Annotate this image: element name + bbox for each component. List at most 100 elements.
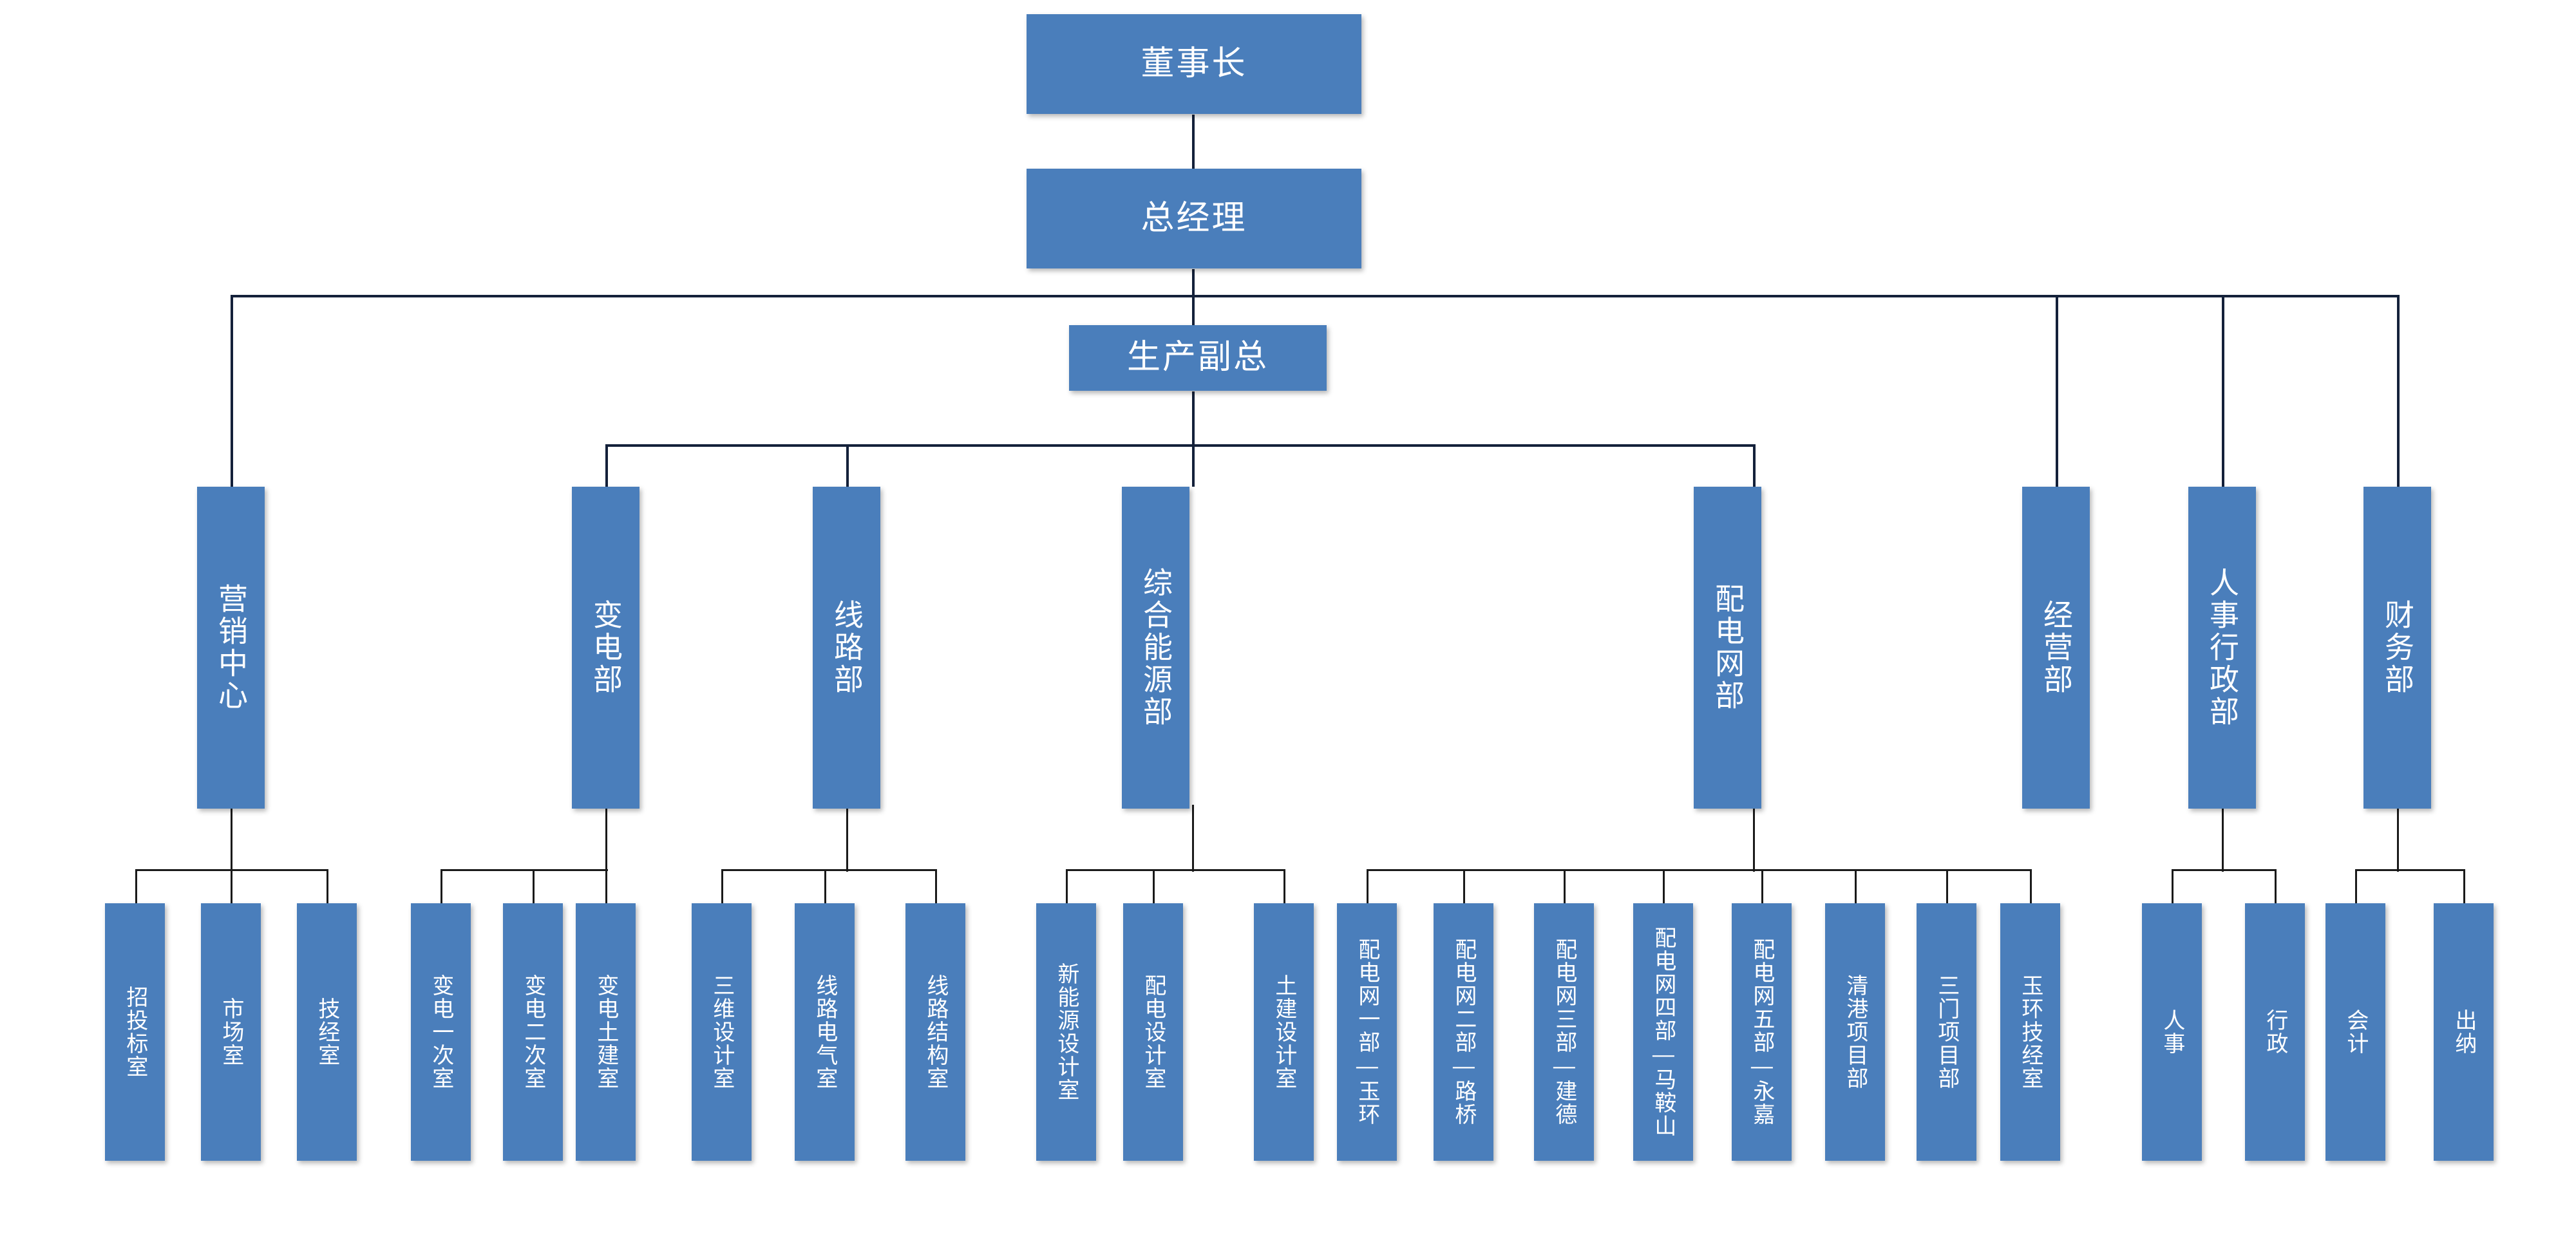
connector-drop-s15 bbox=[1564, 869, 1566, 905]
connector-drop-energy bbox=[1192, 444, 1195, 487]
connector-drop-s23 bbox=[2355, 869, 2357, 905]
node-dept-distnet-label: 配电网部 bbox=[1710, 583, 1745, 712]
node-sub-sanmen-project[interactable]: 三门项目部 bbox=[1917, 903, 1976, 1161]
connector-production-bus bbox=[605, 444, 1756, 447]
node-sub-peidianwang-2-luqiao-label: 配电网二部—路桥 bbox=[1451, 938, 1476, 1126]
node-dept-hr-admin[interactable]: 人事行政部 bbox=[2188, 487, 2256, 809]
node-sub-peidianwang-4-maanshan[interactable]: 配电网四部—马鞍山 bbox=[1633, 903, 1693, 1161]
connector-drop-s24 bbox=[2463, 869, 2465, 905]
node-dept-line[interactable]: 线路部 bbox=[813, 487, 880, 809]
node-chairman[interactable]: 董事长 bbox=[1027, 14, 1361, 114]
node-dept-hr-admin-label: 人事行政部 bbox=[2205, 567, 2239, 728]
node-sub-yuhuan-jijingshi[interactable]: 玉环技经室 bbox=[2000, 903, 2060, 1161]
node-dept-operation[interactable]: 经营部 bbox=[2022, 487, 2090, 809]
node-sub-kuaiji-label: 会计 bbox=[2343, 1009, 2368, 1055]
node-sub-renshi[interactable]: 人事 bbox=[2142, 903, 2202, 1161]
connector-drop-production-vp bbox=[1192, 295, 1195, 327]
node-dept-substation-label: 变电部 bbox=[589, 599, 623, 696]
connector-gm-stem bbox=[1192, 269, 1195, 297]
node-sub-xingzheng-label: 行政 bbox=[2262, 1009, 2287, 1055]
connector-stem-distnet-down bbox=[1753, 805, 1755, 872]
node-sub-peidianshejishi[interactable]: 配电设计室 bbox=[1123, 903, 1183, 1161]
connector-drop-s16 bbox=[1663, 869, 1665, 905]
node-sub-xinnengyuanshejishi[interactable]: 新能源设计室 bbox=[1036, 903, 1096, 1161]
node-sub-biandiantujianshi-label: 变电土建室 bbox=[593, 974, 618, 1090]
connector-drop-s09 bbox=[935, 869, 937, 905]
node-sub-peidianwang-1-yuhuan[interactable]: 配电网一部—玉环 bbox=[1337, 903, 1397, 1161]
node-sub-xingzheng[interactable]: 行政 bbox=[2245, 903, 2305, 1161]
node-production-vp-label: 生产副总 bbox=[1126, 339, 1269, 377]
node-dept-marketing[interactable]: 营销中心 bbox=[197, 487, 265, 809]
node-sub-sanweishejishi-label: 三维设计室 bbox=[709, 974, 734, 1090]
connector-drop-s05 bbox=[533, 869, 535, 905]
node-sub-biandianyicishi-label: 变电一次室 bbox=[428, 974, 453, 1090]
node-dept-substation[interactable]: 变电部 bbox=[572, 487, 639, 809]
connector-drop-s19 bbox=[1946, 869, 1948, 905]
node-sub-xianlujiegoushi[interactable]: 线路结构室 bbox=[905, 903, 965, 1161]
node-sub-biandiantujianshi[interactable]: 变电土建室 bbox=[576, 903, 636, 1161]
node-dept-operation-label: 经营部 bbox=[2039, 599, 2073, 696]
node-sub-peidianwang-2-luqiao[interactable]: 配电网二部—路桥 bbox=[1434, 903, 1493, 1161]
connector-drop-hr-admin bbox=[2222, 295, 2224, 487]
connector-bus-substation bbox=[440, 869, 608, 871]
node-dept-energy-label: 综合能源部 bbox=[1139, 567, 1173, 728]
node-dept-marketing-label: 营销中心 bbox=[214, 583, 248, 712]
node-sub-peidianwang-3-jiande-label: 配电网三部—建德 bbox=[1551, 938, 1577, 1126]
node-sub-peidianwang-5-yongjia[interactable]: 配电网五部—永嘉 bbox=[1732, 903, 1792, 1161]
node-general-manager-label: 总经理 bbox=[1141, 199, 1247, 237]
node-dept-line-label: 线路部 bbox=[829, 599, 864, 696]
connector-stem-finance-down bbox=[2397, 805, 2399, 872]
node-sub-sanmen-project-label: 三门项目部 bbox=[1934, 974, 1959, 1090]
node-chairman-label: 董事长 bbox=[1141, 44, 1247, 82]
connector-stem-line-down bbox=[846, 805, 848, 872]
node-sub-sanweishejishi[interactable]: 三维设计室 bbox=[692, 903, 752, 1161]
node-sub-peidianshejishi-label: 配电设计室 bbox=[1141, 974, 1166, 1090]
node-sub-kuaiji[interactable]: 会计 bbox=[2325, 903, 2385, 1161]
connector-drop-s11 bbox=[1153, 869, 1155, 905]
connector-drop-s10 bbox=[1066, 869, 1068, 905]
connector-drop-marketing bbox=[231, 295, 233, 487]
connector-drop-s07 bbox=[721, 869, 723, 905]
connector-drop-s08 bbox=[824, 869, 826, 905]
node-sub-peidianwang-4-maanshan-label: 配电网四部—马鞍山 bbox=[1651, 926, 1676, 1138]
node-sub-xianludianqishi[interactable]: 线路电气室 bbox=[795, 903, 855, 1161]
node-sub-jijingshi[interactable]: 技经室 bbox=[297, 903, 357, 1161]
node-sub-shichangshi[interactable]: 市场室 bbox=[201, 903, 261, 1161]
connector-drop-s04 bbox=[440, 869, 442, 905]
node-sub-chuna[interactable]: 出纳 bbox=[2434, 903, 2494, 1161]
node-sub-biandianercishi[interactable]: 变电二次室 bbox=[503, 903, 563, 1161]
node-sub-tujianshejishi[interactable]: 土建设计室 bbox=[1254, 903, 1314, 1161]
connector-chairman-to-gm bbox=[1192, 115, 1195, 179]
connector-bus-hr bbox=[2172, 869, 2276, 871]
node-sub-zhaotoubiaoshi[interactable]: 招投标室 bbox=[105, 903, 165, 1161]
connector-drop-s18 bbox=[1855, 869, 1857, 905]
connector-drop-substation bbox=[605, 444, 608, 487]
node-sub-peidianwang-3-jiande[interactable]: 配电网三部—建德 bbox=[1534, 903, 1594, 1161]
node-sub-xianlujiegoushi-label: 线路结构室 bbox=[923, 974, 948, 1090]
node-sub-qinggang-project[interactable]: 清港项目部 bbox=[1825, 903, 1885, 1161]
connector-drop-s21 bbox=[2172, 869, 2174, 905]
node-dept-energy[interactable]: 综合能源部 bbox=[1122, 487, 1189, 809]
connector-stem-substation-down bbox=[605, 805, 607, 872]
connector-vp-stem bbox=[1192, 391, 1195, 446]
node-sub-biandianyicishi[interactable]: 变电一次室 bbox=[411, 903, 471, 1161]
connector-drop-s03 bbox=[327, 869, 328, 905]
connector-stem-marketing-down bbox=[231, 805, 232, 872]
node-production-vp[interactable]: 生产副总 bbox=[1069, 325, 1327, 391]
node-sub-xinnengyuanshejishi-label: 新能源设计室 bbox=[1054, 962, 1079, 1102]
connector-drop-s02 bbox=[231, 869, 232, 905]
connector-drop-operation bbox=[2056, 295, 2058, 487]
connector-main-bus bbox=[231, 295, 2400, 297]
connector-stem-hr-down bbox=[2222, 805, 2224, 872]
connector-drop-finance bbox=[2397, 295, 2400, 487]
connector-bus-line bbox=[721, 869, 936, 871]
node-general-manager[interactable]: 总经理 bbox=[1027, 169, 1361, 268]
node-dept-finance[interactable]: 财务部 bbox=[2363, 487, 2431, 809]
node-sub-biandianercishi-label: 变电二次室 bbox=[520, 974, 545, 1090]
connector-drop-s17 bbox=[1761, 869, 1763, 905]
node-sub-yuhuan-jijingshi-label: 玉环技经室 bbox=[2018, 974, 2043, 1090]
node-sub-jijingshi-label: 技经室 bbox=[314, 997, 339, 1067]
connector-drop-s22 bbox=[2275, 869, 2277, 905]
node-dept-distnet[interactable]: 配电网部 bbox=[1694, 487, 1761, 809]
